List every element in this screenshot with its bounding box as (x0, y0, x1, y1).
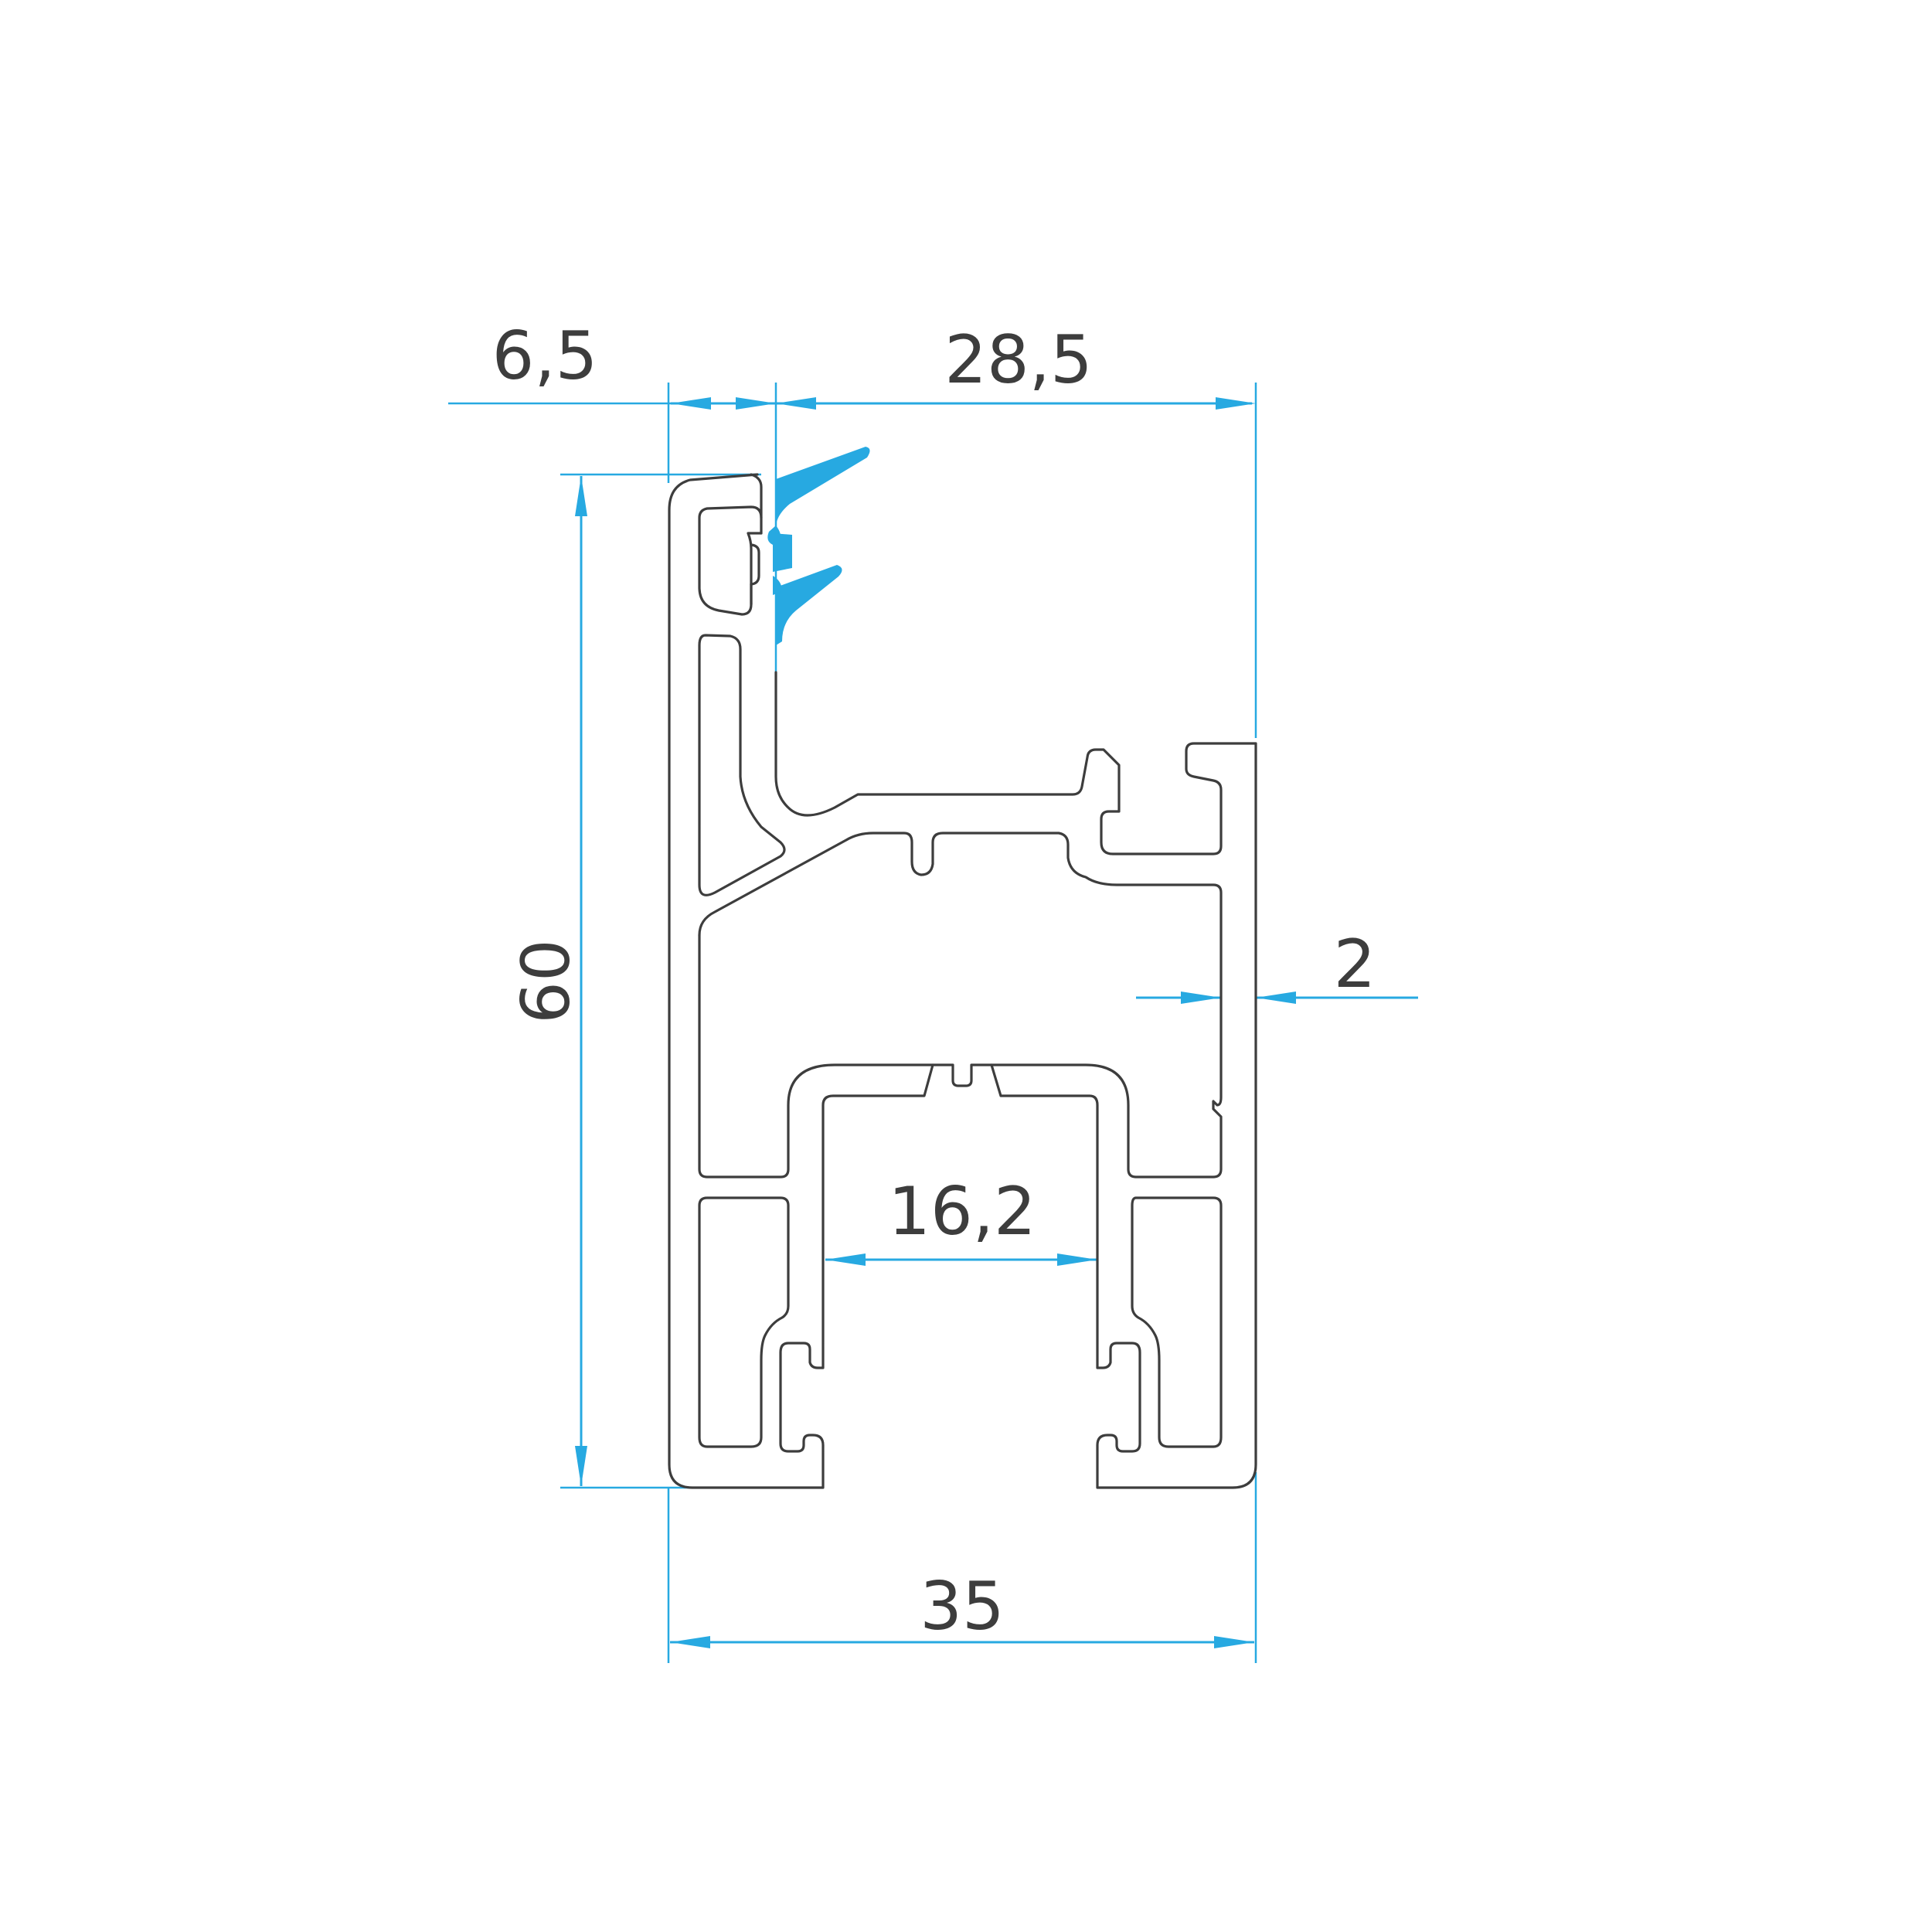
width-dimension (667, 1472, 1257, 1663)
lower-left-chamber (698, 1196, 790, 1448)
dim-label-left-flange: 6,5 (492, 318, 598, 395)
dim-label-height: 60 (508, 939, 585, 1023)
upper-chamber (698, 505, 763, 616)
channel-dimension (825, 1253, 1097, 1266)
gasket-seal (767, 447, 870, 645)
dim-label-total-width: 35 (920, 1568, 1004, 1645)
top-dimensions (448, 383, 1257, 738)
main-chamber (698, 832, 1223, 1179)
dim-label-inner-channel: 16,2 (888, 1173, 1036, 1250)
lower-right-chamber (1131, 1196, 1223, 1448)
dim-label-wall: 2 (1334, 926, 1376, 1003)
aluminium-profile (668, 473, 1257, 1489)
dim-label-right-span: 28,5 (944, 321, 1092, 399)
height-dimension (560, 473, 761, 1489)
profile-outer-contour (668, 473, 1257, 1489)
left-slot (698, 634, 786, 896)
